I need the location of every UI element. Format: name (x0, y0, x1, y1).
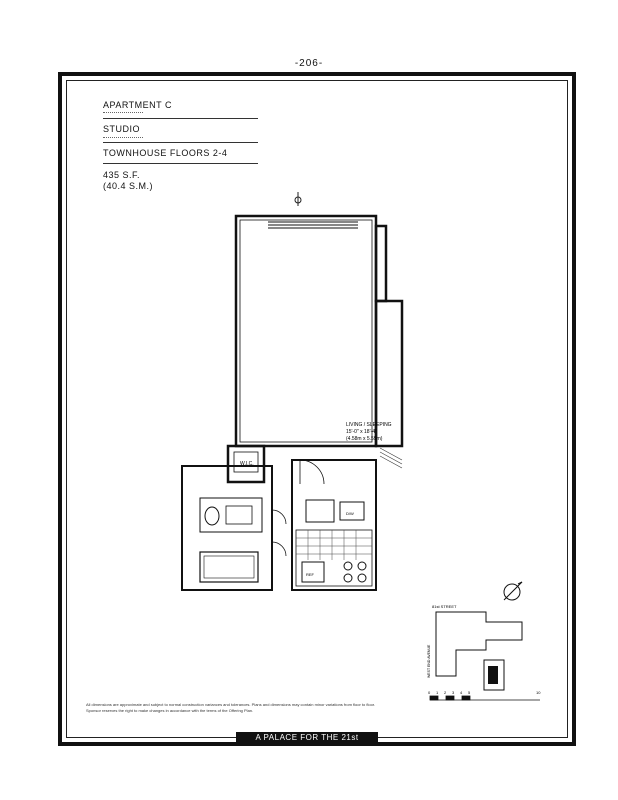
hatching (379, 447, 403, 469)
scale-label: 1 (436, 690, 439, 695)
divider (103, 118, 258, 119)
living-dimensions: 15'-0" x 18'-4" (346, 429, 377, 435)
tagline-banner: A PALACE FOR THE 21st CENTURY (236, 732, 378, 754)
divider (103, 112, 143, 114)
living-dimensions-metric: (4.58m x 5.59m) (346, 436, 383, 442)
area-sf: 435 S.F. (103, 170, 141, 180)
scale-label: 4 (460, 690, 463, 695)
unit-type: STUDIO (103, 124, 141, 134)
divider (103, 163, 258, 164)
disclaimer: All dimensions are approximate and subje… (86, 702, 376, 713)
building-footprint (435, 611, 523, 677)
compass-icon (503, 581, 523, 601)
apartment-title: APARTMENT C (103, 100, 173, 110)
key-plan: 81st STREET WEST END AVENUE 0 1 2 3 4 5 … (427, 581, 541, 701)
scale-label: 2 (444, 690, 447, 695)
street-label: 81st STREET (432, 604, 457, 609)
living-room (234, 214, 404, 448)
living-label: LIVING / SLEEPING (346, 422, 392, 428)
avenue-label: WEST END AVENUE (427, 644, 431, 678)
kitchen-tile (296, 530, 372, 560)
divider (103, 142, 258, 143)
scale-label: 0 (428, 690, 431, 695)
unit-highlight (483, 659, 505, 691)
floors-label: TOWNHOUSE FLOORS 2-4 (103, 148, 228, 158)
kitchen (291, 459, 377, 591)
area-sm: (40.4 S.M.) (103, 181, 154, 191)
scale-label: 10 (536, 690, 541, 695)
divider (103, 137, 143, 139)
page-number: -206- (294, 58, 324, 69)
bathroom (181, 465, 273, 591)
walk-in-closet (226, 444, 266, 484)
scale-bar (429, 695, 540, 701)
closet-label: W.I.C. (240, 461, 254, 467)
scale-label: 5 (468, 690, 471, 695)
dishwasher-label: D/W (346, 511, 354, 516)
scale-label: 3 (452, 690, 455, 695)
north-arrow-icon (294, 192, 302, 206)
scale-labels: 0 1 2 3 4 5 10 (428, 690, 541, 695)
refrigerator-label: REF (306, 572, 315, 577)
floor-plan: LIVING / SLEEPING 15'-0" x 18'-4" (4.58m… (181, 192, 404, 591)
door-swings (271, 459, 325, 557)
window (268, 221, 358, 229)
page-border-outer (58, 72, 576, 746)
unit-marker (488, 666, 498, 684)
